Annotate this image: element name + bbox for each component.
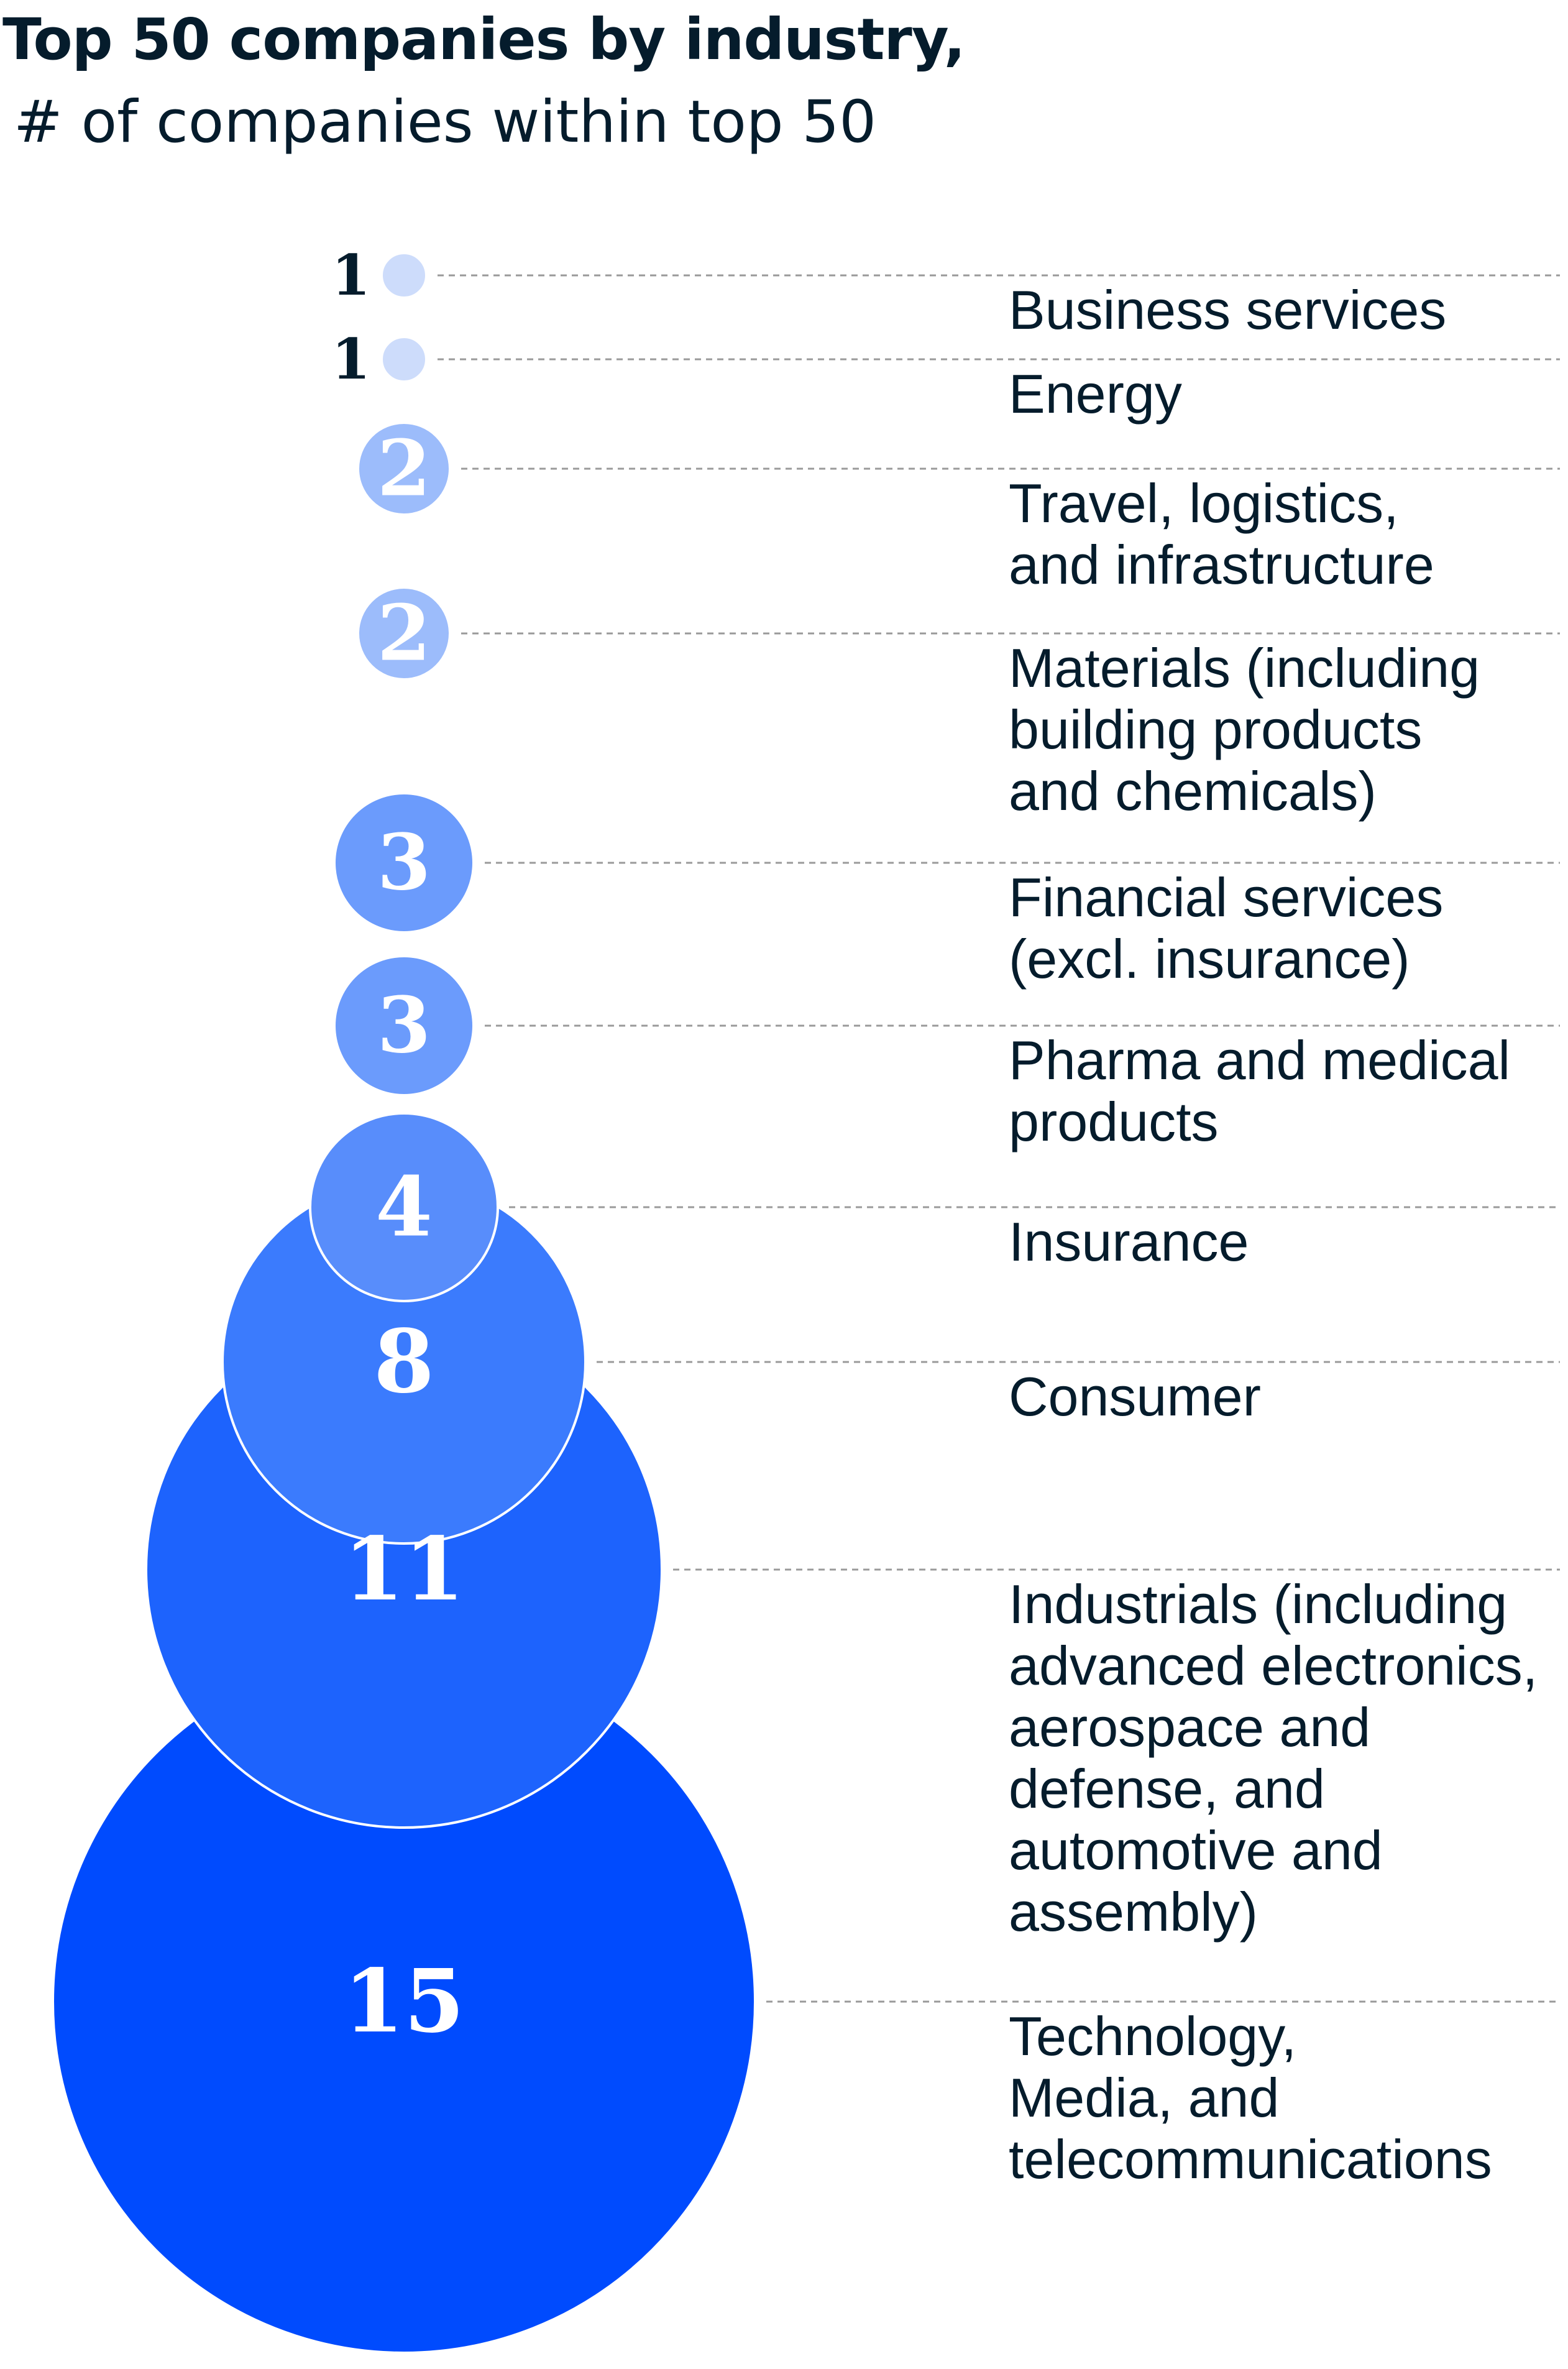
- chart-title: Top 50 companies by industry,: [2, 6, 966, 73]
- bubble: [333, 955, 475, 1097]
- category-label-line: telecommunications: [1009, 2128, 1492, 2190]
- category-label-line: building products: [1009, 699, 1422, 760]
- category-label: Energy: [1009, 363, 1182, 425]
- category-label-line: defense, and: [1009, 1758, 1325, 1819]
- category-label-line: Technology,: [1009, 2005, 1296, 2067]
- category-label-line: Industrials (including: [1009, 1573, 1507, 1635]
- value-label: 15: [344, 1951, 465, 2053]
- value-label: 1: [331, 242, 370, 308]
- bubble: [309, 1112, 499, 1302]
- value-label: 4: [375, 1159, 433, 1256]
- bubble: [357, 586, 451, 681]
- category-label-line: assembly): [1009, 1881, 1258, 1943]
- category-label-line: Pharma and medical: [1009, 1029, 1510, 1091]
- category-label-line: Materials (including: [1009, 637, 1480, 699]
- category-label-line: aerospace and: [1009, 1696, 1370, 1758]
- category-label-line: advanced electronics,: [1009, 1635, 1538, 1696]
- category-label-line: Media, and: [1009, 2067, 1279, 2128]
- bubble: [357, 421, 451, 516]
- value-label: 11: [344, 1519, 465, 1621]
- bubble: [380, 252, 428, 299]
- value-label: 1: [331, 326, 370, 392]
- category-label-line: Energy: [1009, 363, 1182, 425]
- category-label-line: Business services: [1009, 279, 1446, 341]
- category-label: Business services: [1009, 279, 1446, 341]
- category-label: Insurance: [1009, 1211, 1249, 1272]
- bubbles: [52, 252, 756, 2354]
- bubble: [333, 792, 475, 934]
- category-label: Financial services(excl. insurance): [1009, 867, 1443, 990]
- bubble: [380, 336, 428, 383]
- category-label: Travel, logistics,and infrastructure: [1009, 472, 1434, 596]
- value-label: 2: [377, 589, 431, 679]
- chart-subtitle: # of companies within top 50: [14, 88, 877, 156]
- value-label: 3: [377, 818, 431, 908]
- category-label-line: Travel, logistics,: [1009, 472, 1399, 534]
- category-label-line: and chemicals): [1009, 760, 1377, 822]
- category-label-line: Financial services: [1009, 867, 1443, 928]
- category-label-line: automotive and: [1009, 1819, 1383, 1881]
- value-label: 3: [377, 981, 431, 1071]
- value-label: 2: [377, 424, 431, 514]
- category-label-line: (excl. insurance): [1009, 928, 1410, 990]
- value-label: 8: [374, 1311, 434, 1413]
- category-label-line: and infrastructure: [1009, 534, 1434, 596]
- category-label-line: products: [1009, 1091, 1219, 1152]
- category-label-line: Consumer: [1009, 1366, 1261, 1427]
- category-label: Consumer: [1009, 1366, 1261, 1427]
- category-label-line: Insurance: [1009, 1211, 1249, 1272]
- leader-lines: [438, 274, 1560, 2003]
